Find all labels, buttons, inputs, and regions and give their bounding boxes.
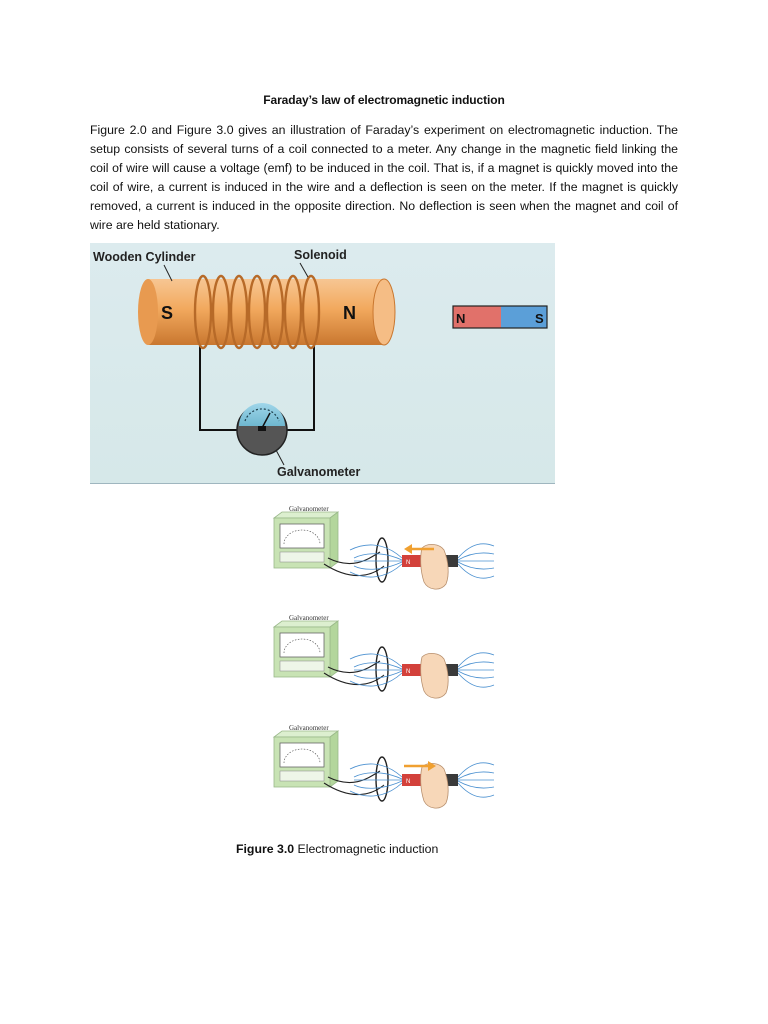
solenoid-label: Solenoid bbox=[294, 248, 347, 262]
document-title: Faraday’s law of electromagnetic inducti… bbox=[263, 93, 505, 107]
wooden-cylinder-label: Wooden Cylinder bbox=[93, 250, 196, 264]
panel-1-galvanometer-label: Galvanometer bbox=[289, 505, 329, 513]
figure-3-svg: Galvanometer N Galvanometer N Galvanomet… bbox=[273, 505, 495, 809]
panel-2-galvanometer-label: Galvanometer bbox=[289, 614, 329, 622]
figure-2-svg: S N Wooden Cylinder Solenoid Galvanomete… bbox=[93, 248, 548, 479]
figure-caption-text: Electromagnetic induction bbox=[294, 842, 439, 856]
panel-2-magnet-n: N bbox=[406, 669, 410, 675]
figure-2-diagram: S N Wooden Cylinder Solenoid Galvanomete… bbox=[90, 243, 555, 484]
galvanometer-label: Galvanometer bbox=[277, 465, 361, 479]
arrow-right-icon bbox=[404, 761, 436, 771]
induction-panel-3: Galvanometer N bbox=[273, 724, 495, 809]
body-paragraph: Figure 2.0 and Figure 3.0 gives an illus… bbox=[90, 123, 678, 232]
cylinder-pole-n: N bbox=[343, 303, 356, 323]
arrow-left-icon bbox=[404, 544, 434, 554]
panel-1-magnet-n: N bbox=[406, 560, 410, 566]
magnet-pole-s: S bbox=[535, 311, 544, 326]
magnet-pole-n: N bbox=[456, 311, 465, 326]
induction-panel-1: Galvanometer N bbox=[273, 505, 495, 590]
solenoid-coil bbox=[193, 274, 321, 350]
panel-3-galvanometer-label: Galvanometer bbox=[289, 724, 329, 732]
panel-3-magnet-n: N bbox=[406, 779, 410, 785]
induction-panel-2: Galvanometer N bbox=[273, 614, 495, 699]
figure-number: Figure 3.0 bbox=[236, 842, 295, 856]
bar-magnet bbox=[452, 305, 548, 329]
figure-3-diagram: Galvanometer N Galvanometer N Galvanomet… bbox=[262, 500, 502, 830]
cylinder-pole-s: S bbox=[161, 303, 173, 323]
figure-caption: Figure 3.0 Electromagnetic induction bbox=[236, 842, 438, 856]
circuit-wire bbox=[199, 345, 315, 431]
galvanometer bbox=[236, 403, 288, 456]
